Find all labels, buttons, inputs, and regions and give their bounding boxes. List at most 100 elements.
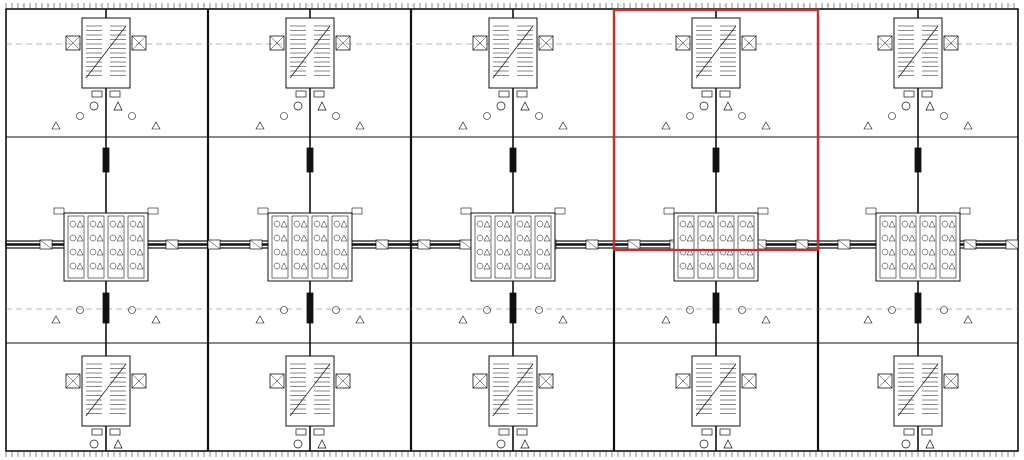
triangle-symbol-icon (136, 234, 144, 242)
circle-symbol-icon (89, 220, 97, 228)
dimension-label: — (827, 3, 830, 7)
circle-symbol-icon (313, 234, 321, 242)
lift-cross (943, 35, 959, 51)
highlighted-bay[interactable] (612, 8, 820, 252)
dimension-label: — (645, 3, 648, 7)
triangle-symbol-icon (686, 248, 694, 256)
door-swing (375, 239, 389, 250)
circle-symbol-icon (89, 439, 99, 449)
circle-symbol-icon (719, 234, 727, 242)
lift-cross (269, 373, 285, 389)
triangle-symbol-icon (706, 248, 714, 256)
circle-symbol-icon (881, 262, 889, 270)
circle-symbol-icon (699, 220, 707, 228)
dimension-label: — (359, 3, 362, 7)
circle-symbol-icon (699, 439, 709, 449)
triangle-symbol-icon (543, 262, 551, 270)
triangle-symbol-icon (908, 220, 916, 228)
utility-room (127, 215, 145, 279)
triangle-symbol-icon (255, 315, 265, 324)
triangle-symbol-icon (76, 248, 84, 256)
triangle-symbol-icon (726, 234, 734, 242)
spine-column (102, 147, 110, 173)
door-tag (757, 207, 769, 215)
dimension-label: — (385, 3, 388, 7)
spine-column (914, 147, 922, 173)
lift-shaft (335, 373, 351, 389)
circle-symbol-icon (89, 101, 99, 111)
lift-shaft (335, 35, 351, 51)
circle-symbol-icon (496, 234, 504, 242)
triangle-symbol-icon (51, 121, 61, 130)
triangle-symbol-icon (116, 248, 124, 256)
circle-symbol-icon (313, 248, 321, 256)
triangle-symbol-icon (686, 262, 694, 270)
triangle-symbol-icon (686, 234, 694, 242)
lift-shaft (943, 373, 959, 389)
dimension-label: — (619, 3, 622, 7)
dimension-label: — (853, 3, 856, 7)
dimension-label: — (73, 3, 76, 7)
utility-room (879, 215, 897, 279)
dimension-label: — (99, 3, 102, 7)
spine-column (306, 292, 314, 324)
triangle-symbol-icon (317, 439, 327, 449)
triangle-symbol-icon (136, 262, 144, 270)
circle-symbol-icon (516, 248, 524, 256)
dimension-label: — (47, 3, 50, 7)
utility-room (534, 215, 552, 279)
triangle-symbol-icon (888, 262, 896, 270)
triangle-symbol-icon (458, 121, 468, 130)
circle-symbol-icon (273, 234, 281, 242)
door-tag (295, 90, 307, 98)
triangle-symbol-icon (300, 234, 308, 242)
circle-symbol-icon (128, 112, 136, 120)
highlight-frame[interactable] (612, 8, 820, 252)
lift-cross (675, 35, 691, 51)
lift-cross (335, 373, 351, 389)
dimension-label: — (463, 3, 466, 7)
circle-symbol-icon (901, 101, 911, 111)
triangle-symbol-icon (908, 234, 916, 242)
door-tag (701, 428, 713, 436)
spine-column (306, 147, 314, 173)
triangle-symbol-icon (723, 439, 733, 449)
spine-column (102, 292, 110, 324)
circle-symbol-icon (686, 112, 694, 120)
circle-symbol-icon (881, 248, 889, 256)
utility-room (677, 215, 695, 279)
dimension-label: — (229, 3, 232, 7)
circle-symbol-icon (941, 234, 949, 242)
circle-symbol-icon (332, 112, 340, 120)
triangle-symbol-icon (928, 248, 936, 256)
triangle-symbol-icon (925, 439, 935, 449)
triangle-symbol-icon (340, 220, 348, 228)
triangle-symbol-icon (340, 248, 348, 256)
circle-symbol-icon (679, 262, 687, 270)
spine-column (712, 292, 720, 324)
triangle-symbol-icon (746, 262, 754, 270)
lift-cross (741, 35, 757, 51)
circle-symbol-icon (313, 220, 321, 228)
stair-core (472, 17, 554, 111)
dimension-label: — (125, 3, 128, 7)
door-tag (313, 90, 325, 98)
utility-room (919, 215, 937, 279)
utility-room (311, 215, 329, 279)
lift-cross (741, 373, 757, 389)
circle-symbol-icon (739, 262, 747, 270)
circle-symbol-icon (333, 234, 341, 242)
lift-shaft (269, 373, 285, 389)
triangle-symbol-icon (320, 248, 328, 256)
circle-symbol-icon (496, 101, 506, 111)
door-swing (417, 239, 431, 250)
triangle-symbol-icon (558, 121, 568, 130)
utility-room (514, 215, 532, 279)
triangle-symbol-icon (300, 248, 308, 256)
triangle-symbol-icon (948, 234, 956, 242)
circle-symbol-icon (496, 248, 504, 256)
circle-symbol-icon (69, 220, 77, 228)
lift-shaft (131, 373, 147, 389)
circle-symbol-icon (901, 439, 911, 449)
triangle-symbol-icon (908, 248, 916, 256)
